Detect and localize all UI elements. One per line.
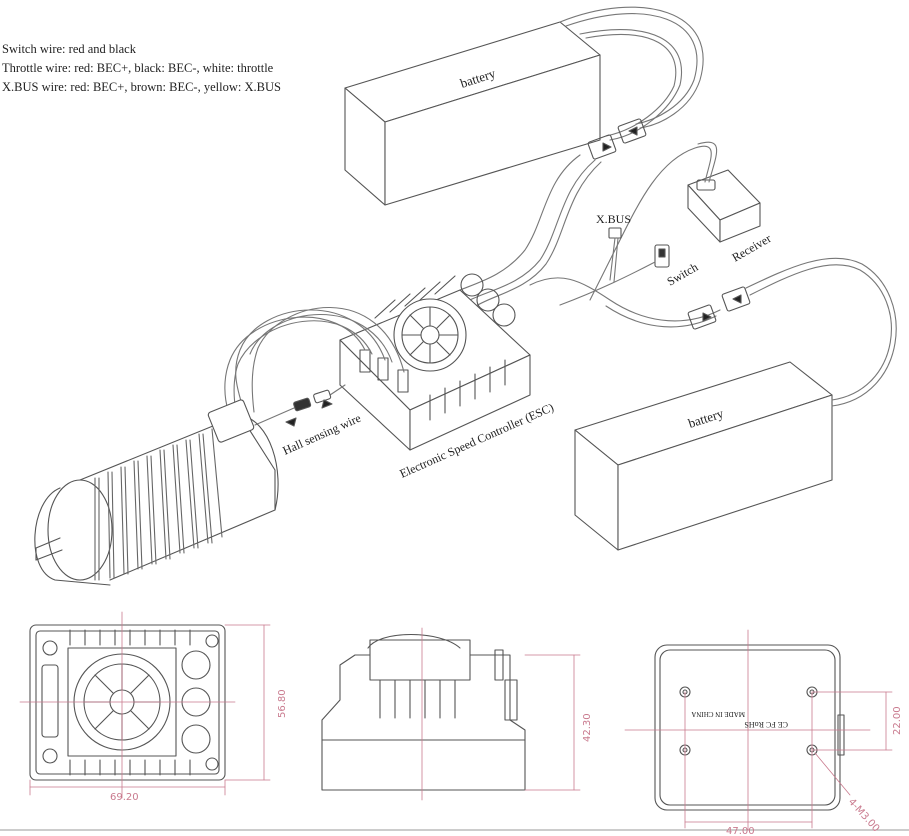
switch xyxy=(559,244,670,306)
receiver-label: Receiver xyxy=(730,231,774,264)
xbus-wire-note: X.BUS wire: red: BEC+, brown: BEC-, yell… xyxy=(2,80,281,94)
bottom-hole-spacing-h-dim: 47.00 xyxy=(726,826,755,836)
connector-bottom xyxy=(687,286,751,330)
hall-sensing-wire xyxy=(254,384,346,427)
hall-sensing-wire-label: Hall sensing wire xyxy=(281,411,363,458)
receiver xyxy=(687,169,761,243)
battery-bottom-wires xyxy=(529,257,897,407)
bottom-hole-spec-dim: 4-M3.00 xyxy=(846,797,882,835)
esc-side-view xyxy=(321,627,581,801)
motor xyxy=(34,399,279,586)
bottom-hole-spacing-v-dim: 22.00 xyxy=(892,706,903,735)
esc-bottom-view xyxy=(624,629,893,831)
esc-body xyxy=(339,273,531,451)
side-view-height-dim: 42.30 xyxy=(582,713,593,742)
connector-top xyxy=(587,118,647,160)
top-view-height-dim: 56.80 xyxy=(277,689,288,718)
battery-top-wires xyxy=(559,6,704,141)
xbus-connector xyxy=(608,227,622,283)
switch-label: Switch xyxy=(665,260,701,289)
battery-bottom xyxy=(574,361,833,551)
throttle-wire-note: Throttle wire: red: BEC+, black: BEC-, w… xyxy=(2,61,274,75)
top-view-width-dim: 69.20 xyxy=(110,792,139,803)
switch-wire-note: Switch wire: red and black xyxy=(2,42,136,56)
certification-marks: CE FC RoHS xyxy=(744,720,788,729)
esc-top-view xyxy=(19,611,271,799)
xbus-label: X.BUS xyxy=(596,212,631,226)
wiring-notes: Switch wire: red and black Throttle wire… xyxy=(2,40,281,97)
made-in-china-mark: MADE IN CHINA xyxy=(691,710,745,718)
esc-motor-wires xyxy=(224,306,405,413)
battery-top xyxy=(344,21,601,206)
